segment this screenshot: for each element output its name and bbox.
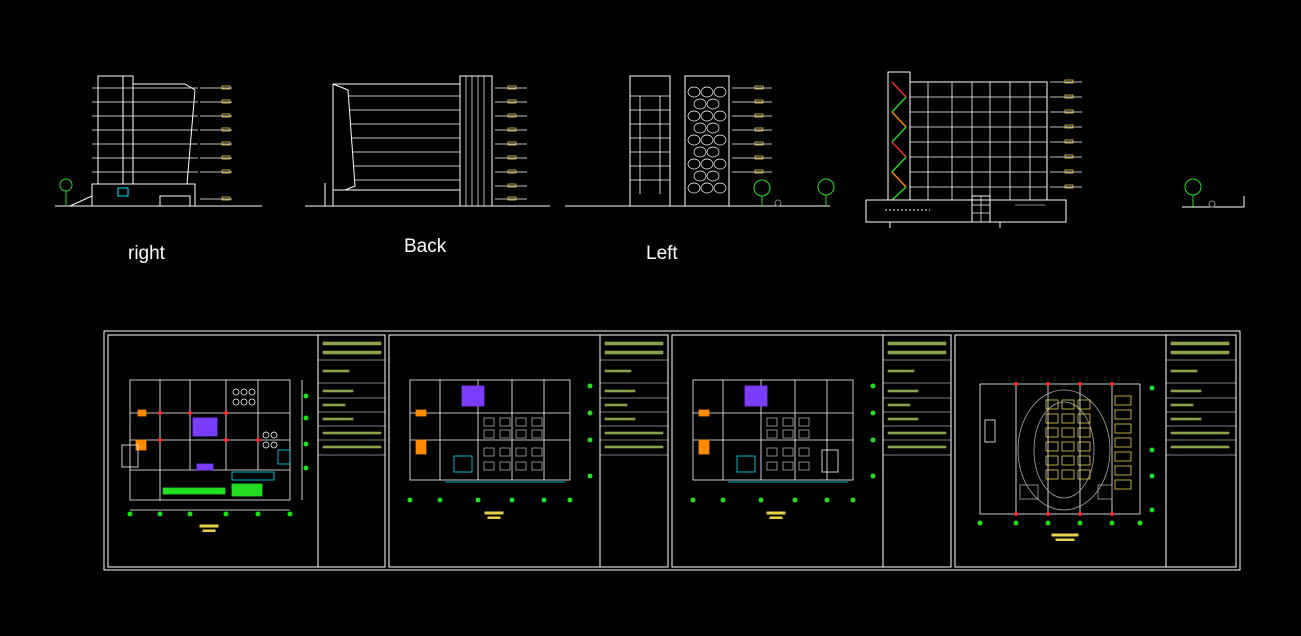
level-markers-left: [732, 85, 772, 174]
floor-plan-typical: [692, 379, 854, 483]
tree-icon: [1184, 178, 1202, 207]
sheet-1: [107, 334, 386, 568]
grid-bubbles: [127, 393, 309, 517]
level-markers-right: [200, 85, 232, 201]
floor-plan-ground: [121, 379, 303, 511]
ground-line: [1182, 196, 1245, 208]
floor-plan-parking: [979, 383, 1141, 515]
title-block: [1166, 341, 1236, 456]
section-markers: [1014, 382, 1114, 516]
building-section: [865, 71, 1082, 228]
floor-plan-typical: [409, 379, 571, 483]
sheet-3: [671, 334, 952, 568]
tree-icon: [59, 178, 73, 205]
title-block: [600, 341, 668, 456]
grid-bubbles: [977, 385, 1155, 526]
grid-bubbles: [407, 383, 593, 503]
elevation-right: [55, 75, 262, 207]
elevation-back: [305, 75, 550, 207]
sheet-4: [954, 334, 1237, 568]
hexagon-facade-pattern: [687, 86, 727, 194]
title-block: [883, 341, 951, 456]
elevation-label-left: Left: [646, 243, 678, 264]
section-markers: [158, 411, 260, 442]
tree-icon: [817, 178, 835, 206]
level-markers-section: [1050, 79, 1082, 189]
title-block: [318, 341, 385, 456]
stair-section: [891, 81, 907, 201]
sheet-2: [388, 334, 669, 568]
elevation-left: [565, 75, 835, 207]
elevation-label-back: Back: [404, 236, 447, 257]
level-markers-back: [495, 85, 527, 201]
grid-bubbles: [690, 383, 876, 503]
elevation-label-right: right: [128, 243, 165, 264]
tree-icon: [753, 179, 771, 206]
